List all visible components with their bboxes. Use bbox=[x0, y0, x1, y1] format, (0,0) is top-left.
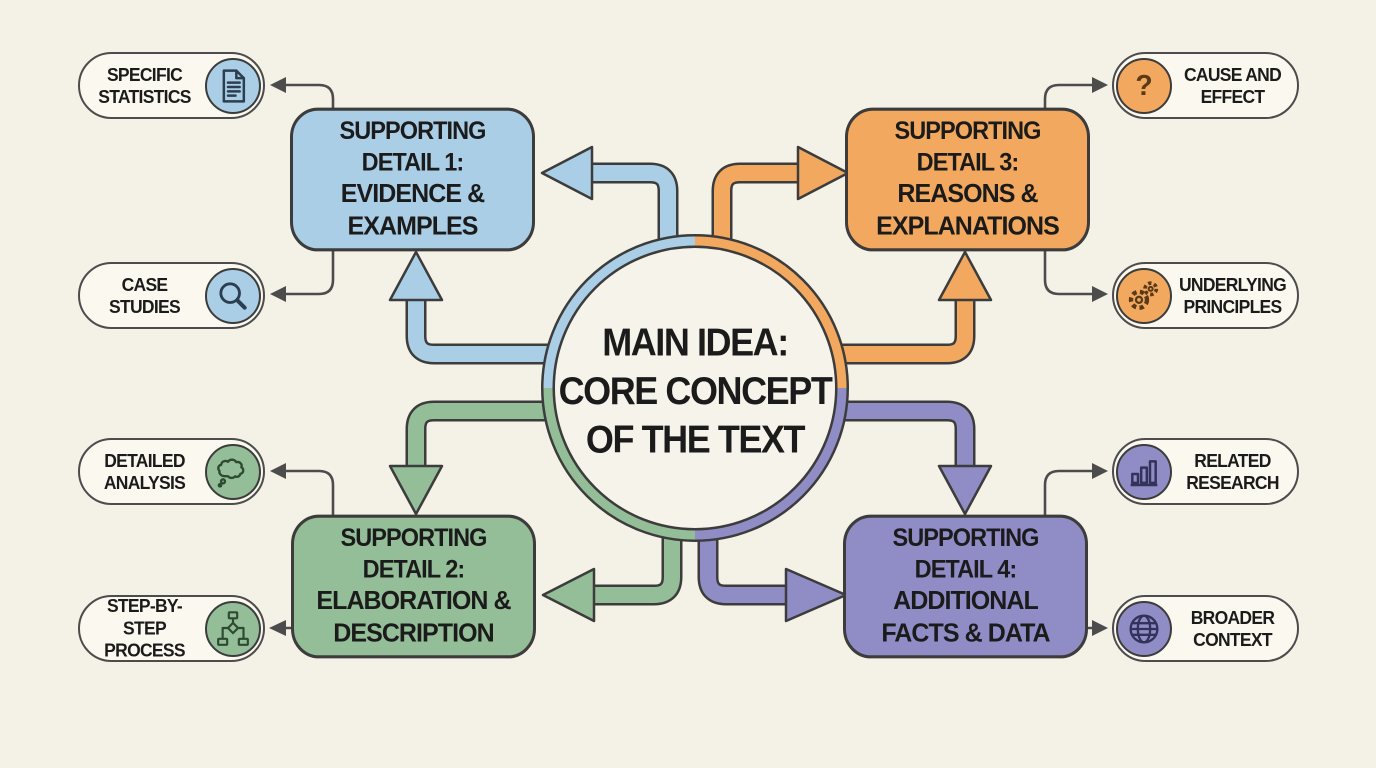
question-mark-icon: ? bbox=[1116, 57, 1172, 114]
supporting-detail-2-box: SUPPORTING DETAIL 2: ELABORATION & DESCR… bbox=[291, 514, 536, 659]
connector-detail4-to-related-research bbox=[1043, 463, 1108, 519]
ring-quadrant-orange bbox=[694, 236, 847, 389]
satellite-specific-statistics: SPECIFIC STATISTICS bbox=[78, 52, 265, 119]
satellite-label: SPECIFIC STATISTICS bbox=[98, 63, 191, 107]
connector-detail2-to-step-by-step-process bbox=[269, 620, 294, 636]
arrow-center-to-detail3-left bbox=[711, 145, 850, 246]
satellite-detailed-analysis: DETAILED ANALYSIS bbox=[78, 438, 265, 505]
ring-quadrant-purple bbox=[694, 387, 847, 540]
arrow-center-to-detail1-bottom bbox=[388, 250, 551, 365]
detail-4-line2: ADDITIONAL bbox=[893, 585, 1039, 615]
magnifier-icon bbox=[205, 267, 261, 324]
satellite-label: UNDERLYING PRINCIPLES bbox=[1178, 273, 1287, 317]
ring-quadrant-blue bbox=[543, 236, 696, 389]
svg-text:?: ? bbox=[1135, 70, 1152, 102]
connector-detail1-to-specific-statistics bbox=[270, 77, 335, 114]
center-circle bbox=[548, 241, 842, 535]
main-idea-line2: CORE CONCEPT bbox=[558, 367, 833, 413]
satellite-label: CASE STUDIES bbox=[109, 273, 181, 317]
satellite-connectors bbox=[269, 77, 1108, 636]
supporting-detail-3-box: SUPPORTING DETAIL 3: REASONS & EXPLANATI… bbox=[845, 107, 1090, 252]
ring-quadrant-green bbox=[543, 387, 696, 540]
satellite-label: DETAILED ANALYSIS bbox=[103, 449, 186, 493]
detail-3-line3: EXPLANATIONS bbox=[876, 211, 1060, 241]
satellite-broader-context: BROADER CONTEXT bbox=[1112, 595, 1299, 662]
detail-1-title: SUPPORTING DETAIL 1: bbox=[339, 117, 487, 176]
satellite-step-by-step-process: STEP-BY-STEP PROCESS bbox=[78, 595, 265, 662]
arrow-center-to-detail2-right bbox=[541, 531, 683, 623]
arrow-center-to-detail3-bottom bbox=[839, 250, 993, 365]
bar-chart-icon bbox=[1116, 443, 1172, 500]
connector-detail3-to-underlying-principles bbox=[1043, 247, 1108, 302]
connector-detail2-to-detailed-analysis bbox=[270, 463, 335, 519]
arrow-center-to-detail4-left bbox=[697, 531, 848, 623]
main-idea-line1: MAIN IDEA: bbox=[602, 319, 789, 364]
detail-2-line2: ELABORATION & bbox=[316, 585, 511, 615]
flowchart-icon bbox=[205, 600, 261, 657]
detail-2-line3: DESCRIPTION bbox=[333, 618, 494, 648]
detail-1-line3: EXAMPLES bbox=[347, 211, 478, 241]
gears-icon bbox=[1116, 267, 1172, 324]
satellite-related-research: RELATED RESEARCH bbox=[1112, 438, 1299, 505]
arrow-center-to-detail4-top bbox=[839, 400, 993, 516]
connector-detail1-to-case-studies bbox=[270, 247, 335, 302]
detail-4-line3: FACTS & DATA bbox=[881, 618, 1050, 648]
supporting-detail-4-box: SUPPORTING DETAIL 4: ADDITIONAL FACTS & … bbox=[843, 514, 1088, 659]
arrow-center-to-detail1-right bbox=[540, 145, 679, 246]
detail-4-title: SUPPORTING DETAIL 4: bbox=[892, 524, 1040, 583]
center-ring bbox=[541, 234, 849, 542]
center-arrows bbox=[388, 145, 993, 623]
satellite-label: CAUSE AND EFFECT bbox=[1183, 63, 1282, 107]
satellite-label: RELATED RESEARCH bbox=[1186, 449, 1279, 493]
connector-detail3-to-cause-and-effect bbox=[1043, 77, 1108, 114]
main-idea-line3: OF THE TEXT bbox=[585, 416, 806, 461]
globe-icon bbox=[1116, 600, 1172, 657]
arrow-center-to-detail2-top bbox=[388, 400, 551, 516]
satellite-case-studies: CASE STUDIES bbox=[78, 262, 265, 329]
satellite-label: BROADER CONTEXT bbox=[1190, 606, 1275, 650]
satellite-label: STEP-BY-STEP PROCESS bbox=[104, 595, 185, 661]
detail-2-title: SUPPORTING DETAIL 2: bbox=[340, 524, 488, 583]
detail-3-line2: REASONS & bbox=[897, 178, 1038, 208]
detail-1-line2: EVIDENCE & bbox=[340, 178, 485, 208]
main-idea-label: MAIN IDEA: CORE CONCEPT OF THE TEXT bbox=[545, 293, 845, 487]
connector-detail4-to-broader-context bbox=[1086, 620, 1108, 636]
satellite-underlying-principles: UNDERLYING PRINCIPLES bbox=[1112, 262, 1299, 329]
supporting-detail-1-box: SUPPORTING DETAIL 1: EVIDENCE & EXAMPLES bbox=[290, 107, 535, 252]
satellite-cause-and-effect: ? CAUSE AND EFFECT bbox=[1112, 52, 1299, 119]
detail-3-title: SUPPORTING DETAIL 3: bbox=[894, 117, 1042, 176]
thought-cloud-icon bbox=[205, 443, 261, 500]
document-icon bbox=[205, 57, 261, 114]
